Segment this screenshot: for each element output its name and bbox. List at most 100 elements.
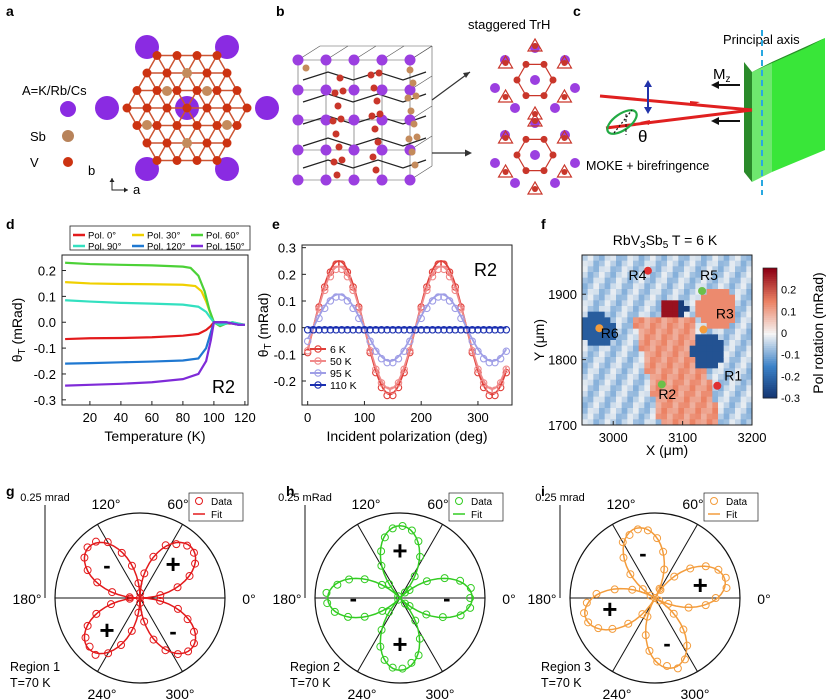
heatmap-cell (644, 351, 651, 358)
heatmap-cell (695, 277, 702, 284)
heatmap-cell (661, 357, 668, 364)
heatmap-cell (723, 340, 730, 347)
heatmap-cell (655, 306, 662, 313)
heatmap-cell (735, 413, 742, 420)
colorbar-cell (763, 289, 777, 293)
atom (336, 74, 344, 82)
data-point-50 K (485, 386, 494, 394)
data-point-95 K (389, 358, 397, 367)
heatmap-cell (644, 402, 651, 409)
heatmap-cell (667, 317, 674, 324)
heatmap-cell (661, 374, 668, 381)
heatmap-cell (627, 385, 634, 392)
heatmap-cell (740, 391, 747, 398)
atom (413, 133, 421, 141)
region-label: Region 2 (290, 660, 340, 674)
atom (339, 87, 347, 95)
fit-curve (83, 541, 197, 655)
data-point-50 K (343, 272, 352, 281)
angle-label-300: 300° (426, 686, 455, 699)
v-atom (222, 103, 232, 113)
colorbar-cell (763, 320, 777, 323)
heatmap-cell (593, 396, 600, 403)
data-point (456, 576, 465, 585)
layer-line (302, 71, 427, 81)
legend-fit: Fit (726, 510, 737, 521)
heatmap-cell (712, 272, 719, 279)
atom (330, 158, 338, 166)
colorbar-cell (763, 283, 777, 286)
heatmap-cell (740, 396, 747, 403)
heatmap-cell (684, 277, 691, 284)
heatmap-cell (740, 306, 747, 313)
colorbar-cell (763, 272, 777, 275)
data-point (394, 595, 403, 604)
heatmap-cell (638, 334, 645, 341)
heatmap-cell (655, 272, 662, 279)
heatmap-cell (706, 402, 713, 409)
heatmap-cell (712, 289, 719, 296)
heatmap-cell (616, 357, 623, 364)
heatmap-cell (718, 289, 725, 296)
colorbar-cell (763, 393, 777, 397)
title-part: RbV (613, 232, 641, 248)
data-point-50 K (440, 265, 448, 274)
v-atom (172, 156, 182, 165)
heatmap-cell (712, 255, 719, 262)
heatmap-cell (650, 334, 657, 341)
heatmap-cell (582, 385, 589, 392)
heatmap-cell (672, 368, 679, 375)
y-axis-label: θT (mRad) (9, 298, 28, 362)
data-point (172, 540, 181, 549)
atom (370, 84, 378, 92)
heatmap-cell (621, 283, 628, 290)
heatmap-cell (723, 300, 730, 307)
data-point-110 K (337, 326, 346, 334)
heatmap-cell (621, 368, 628, 375)
heatmap-cell (718, 368, 725, 375)
heatmap-cell (729, 300, 736, 307)
heatmap-cell (587, 402, 594, 409)
heatmap-cell (689, 272, 696, 279)
heatmap-cell (706, 283, 713, 290)
data-point (400, 588, 409, 597)
a-atom (570, 158, 580, 168)
arrow-bottom-head-icon (465, 149, 472, 157)
heatmap-cell (593, 300, 600, 307)
data-point (670, 572, 679, 581)
heatmap-cell (678, 328, 685, 335)
heatmap-cell (706, 340, 713, 347)
heatmap-cell (667, 323, 674, 330)
heatmap-cell (678, 368, 685, 375)
heatmap-cell (587, 283, 594, 290)
heatmap-cell (723, 255, 730, 262)
title-part: Sb (646, 232, 663, 248)
heatmap-cell (650, 379, 657, 386)
data-point (83, 621, 92, 630)
v-atom (122, 103, 132, 113)
heatmap-cell (712, 374, 719, 381)
a-atom (348, 144, 360, 156)
heatmap-cell (627, 294, 634, 301)
heatmap-cell (740, 340, 747, 347)
heatmap-cell (610, 391, 617, 398)
heatmap-cell (706, 255, 713, 262)
data-point-110 K (485, 326, 494, 334)
heatmap-cell (678, 283, 685, 290)
heatmap-cell (633, 334, 640, 341)
heatmap-cell (712, 277, 719, 284)
heatmap-cell (684, 294, 691, 301)
heatmap-cell (582, 283, 589, 290)
heatmap-cell (684, 374, 691, 381)
heatmap-cell (621, 391, 628, 398)
atom (412, 92, 420, 100)
heatmap-cell (587, 368, 594, 375)
heatmap-cell (633, 317, 640, 324)
heatmap-cell (593, 351, 600, 358)
incident-beam (599, 94, 753, 112)
colorbar-cell (763, 365, 777, 369)
data-point-6 K (485, 391, 494, 400)
heatmap-cell (604, 408, 611, 415)
v-triangle (526, 112, 544, 127)
v-atom (192, 121, 202, 130)
